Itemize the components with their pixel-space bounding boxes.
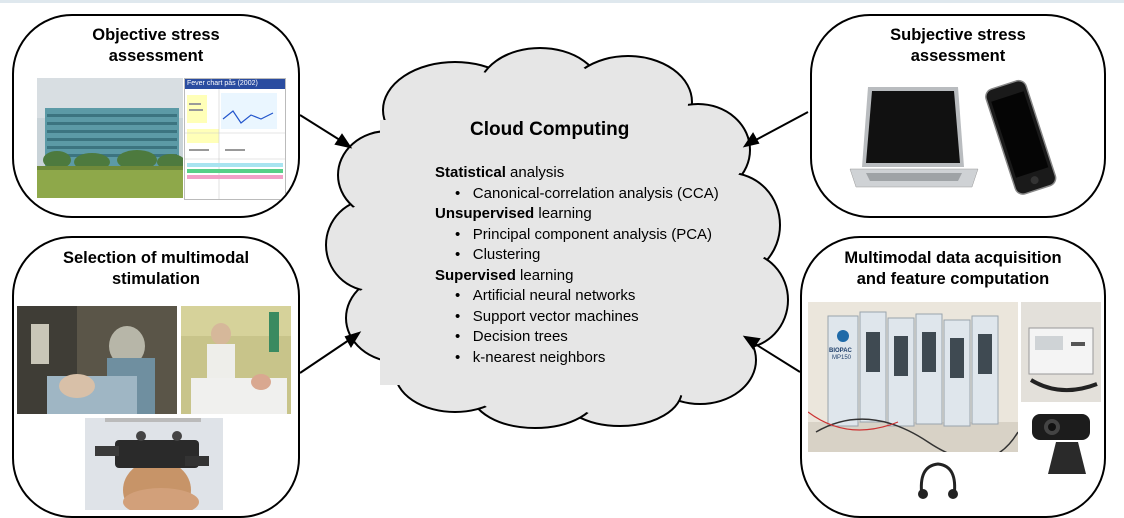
list-item: • Support vector machines: [455, 307, 639, 325]
biopac-modules-photo: BIOPAC MP150: [808, 302, 1018, 452]
cloud-title: Cloud Computing: [470, 119, 630, 140]
section-unsupervised: Unsupervised learning: [435, 205, 592, 222]
panel-objective-stress: Objective stress assessment Fever chart …: [12, 14, 300, 218]
panel-title: Multimodal data acquisition and feature …: [844, 249, 1062, 288]
smartphone-image: [978, 78, 1066, 198]
list-item: • Decision trees: [455, 328, 568, 345]
panel-title: Objective stress assessment: [92, 26, 220, 65]
list-item: • k-nearest neighbors: [455, 348, 606, 366]
headset-sensor-image: [914, 460, 962, 504]
section-statistical: Statistical analysis: [435, 164, 565, 181]
nurse-patient-photo: [181, 306, 291, 414]
biopac-label: BIOPAC: [829, 348, 852, 354]
panel-data-acquisition: Multimodal data acquisition and feature …: [800, 236, 1106, 518]
top-strip: [0, 0, 1124, 3]
hospital-photo: [37, 78, 183, 198]
cloud-shape: [299, 47, 809, 429]
fever-chart-image: Fever chart pås (2002): [184, 78, 286, 200]
biopac-model: MP150: [832, 355, 852, 361]
panel-subjective-stress: Subjective stress assessment: [810, 14, 1106, 218]
webcam-image: [1026, 408, 1102, 478]
list-item: • Artificial neural networks: [455, 287, 636, 304]
surgery-photo: [17, 306, 177, 414]
vr-headset-photo: [85, 418, 223, 510]
panel-selection-stimulation: Selection of multimodal stimulation: [12, 236, 300, 518]
fever-chart-header: Fever chart pås (2002): [185, 79, 285, 89]
cloud-method-list: Statistical analysis • Canonical-correla…: [435, 163, 719, 368]
section-supervised: Supervised learning: [435, 266, 574, 284]
list-item: • Clustering: [455, 246, 541, 263]
eye-tracker-device-photo: [1021, 302, 1101, 402]
panel-title: Subjective stress assessment: [890, 26, 1026, 65]
laptop-image: [846, 81, 982, 197]
list-item: • Canonical-correlation analysis (CCA): [455, 184, 719, 202]
panel-title: Selection of multimodal stimulation: [62, 249, 250, 288]
list-item: • Principal component analysis (PCA): [455, 225, 713, 243]
